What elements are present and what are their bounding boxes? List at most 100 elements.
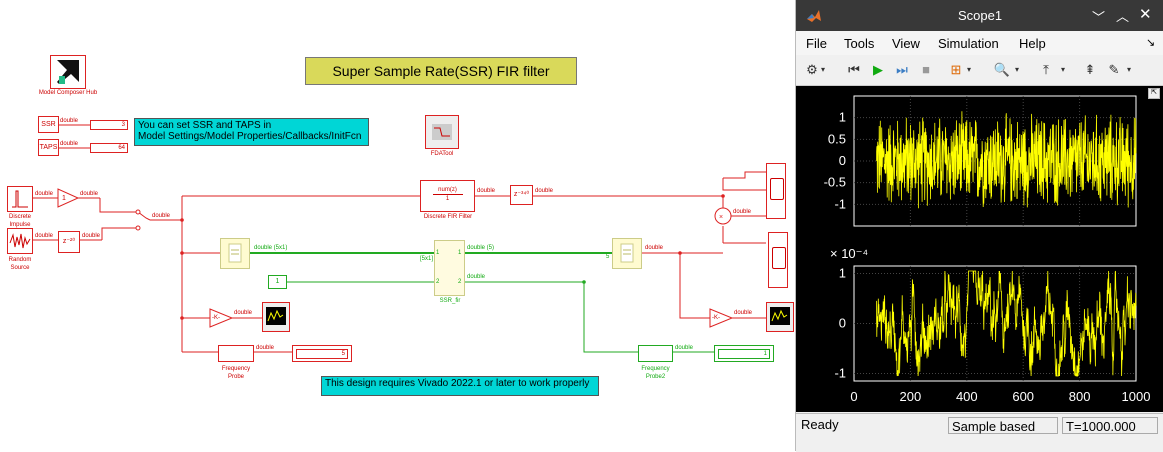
x-tick-label: 400: [956, 389, 978, 404]
gain-1-value: 1: [62, 195, 66, 202]
maximize-button[interactable]: ︿: [1116, 9, 1130, 24]
settings-gear-icon[interactable]: ⚙: [806, 62, 818, 77]
ssr-fir-in2: 2: [436, 279, 440, 285]
settings-dropdown-icon[interactable]: ▾: [820, 65, 825, 74]
x-tick-label: 600: [1012, 389, 1034, 404]
model-composer-hub-block[interactable]: [50, 55, 86, 89]
undock-icon[interactable]: ↘: [1146, 37, 1156, 49]
note-vivado-annotation[interactable]: This design requires Vivado 2022.1 or la…: [321, 376, 599, 396]
signal-label-gateway-out: double: [645, 245, 664, 251]
model-composer-logo-icon: [57, 60, 79, 84]
close-button[interactable]: ✕: [1139, 6, 1152, 23]
restore-layout-icon[interactable]: ⇱: [1148, 88, 1160, 99]
scope-block-top[interactable]: [766, 163, 786, 219]
y-tick-label: -0.5: [824, 175, 846, 190]
edit-style-icon[interactable]: ✎: [1108, 62, 1120, 77]
ssr-fir-out1: 1: [458, 250, 462, 256]
fir-denominator: 1: [445, 196, 450, 202]
signal-label-gain-k2: double: [734, 310, 753, 316]
minimize-button[interactable]: ﹀: [1092, 10, 1106, 25]
frequency-probe-label: Frequency Probe: [221, 366, 251, 380]
spectrum-analyzer-right-block[interactable]: [766, 302, 794, 332]
random-source-label: Random Source: [8, 257, 32, 271]
ssr-constant-block[interactable]: SSR: [38, 116, 59, 133]
style-dropdown-icon[interactable]: ▾: [1126, 65, 1131, 74]
scope-titlebar[interactable]: Scope1 ﹀ ︿ ✕: [796, 0, 1163, 31]
y-scale-exponent-label: × 10⁻⁴: [830, 246, 868, 261]
impulse-icon: [12, 190, 28, 208]
frequency-probe2-label: Frequency Probe2: [641, 366, 670, 380]
taps-display-block[interactable]: 64: [90, 143, 128, 153]
status-ready: Ready: [801, 417, 839, 432]
y-tick-label: 0: [839, 316, 846, 331]
step-forward-icon[interactable]: ⏭: [896, 62, 908, 77]
fir-numerator: num(z): [438, 187, 457, 193]
constant-1-block[interactable]: 1: [268, 275, 287, 289]
status-sample-mode: Sample based: [948, 417, 1058, 434]
menu-file[interactable]: File: [806, 36, 827, 51]
ssr-fir-subsystem-block[interactable]: [434, 240, 465, 296]
display-right-block[interactable]: 1: [714, 345, 774, 362]
scope-window[interactable]: Scope1 ﹀ ︿ ✕ File Tools View Simulation …: [795, 0, 1163, 452]
upper-axes[interactable]: 10.50-0.5-1: [824, 95, 1137, 227]
delay-z20-block[interactable]: z⁻²⁰: [58, 231, 80, 253]
run-icon[interactable]: ▶: [873, 62, 883, 77]
scale-dropdown-icon[interactable]: ▾: [1060, 65, 1065, 74]
signal-label-impulse: double: [35, 191, 54, 197]
svg-text:×: ×: [719, 214, 723, 221]
display-left-block[interactable]: 5: [292, 345, 352, 362]
menu-view[interactable]: View: [892, 36, 920, 51]
delay-z340-block[interactable]: z⁻³⁴⁰: [510, 185, 533, 205]
menu-tools[interactable]: Tools: [844, 36, 875, 51]
note-ssr-taps-annotation[interactable]: You can set SSR and TAPS in Model Settin…: [134, 118, 369, 146]
highlight-dropdown-icon[interactable]: ▾: [966, 65, 971, 74]
ssr-display-block[interactable]: 3: [90, 120, 128, 130]
signal-label-probe2: double: [675, 345, 694, 351]
gateway-in-block[interactable]: [220, 238, 250, 269]
signal-label-ssr-out: double (5): [467, 245, 495, 251]
ssr-fir-in-port-label: [5x1]: [420, 256, 434, 262]
signal-label-random: double: [35, 233, 54, 239]
zoom-dropdown-icon[interactable]: ▾: [1014, 65, 1019, 74]
random-source-block[interactable]: [7, 228, 33, 254]
signal-label-sum: double: [733, 209, 752, 215]
signal-label-taps: double: [60, 141, 79, 147]
frequency-probe2-block[interactable]: [638, 345, 673, 362]
signal-label-gateway-in: double (5x1): [254, 245, 288, 251]
highlight-block-icon[interactable]: ⊞: [950, 62, 962, 77]
frequency-probe-block[interactable]: [218, 345, 254, 362]
fir-label: Discrete FIR Filter: [423, 214, 473, 220]
zoom-in-icon[interactable]: 🔍: [993, 62, 1011, 77]
x-tick-label: 0: [850, 389, 857, 404]
scope-window-title: Scope1: [957, 8, 1003, 23]
gateway-document-icon: [620, 243, 634, 263]
gateway-document-icon: [228, 243, 242, 263]
model-canvas[interactable]: × double double double double double dou…: [0, 0, 795, 451]
discrete-impulse-block[interactable]: [7, 186, 33, 212]
fdatool-block[interactable]: [425, 115, 459, 149]
scope-block-bottom[interactable]: [768, 232, 788, 288]
menu-simulation[interactable]: Simulation: [938, 36, 999, 51]
y-tick-label: 1: [839, 110, 846, 125]
signal-label-fir: double: [477, 188, 496, 194]
gateway-out-block[interactable]: [612, 238, 642, 269]
signal-label-gain-k1: double: [234, 310, 253, 316]
taps-constant-block[interactable]: TAPS: [38, 139, 59, 156]
x-tick-label: 1000: [1122, 389, 1151, 404]
discrete-impulse-label: Discrete Impulse: [8, 214, 31, 228]
model-title-annotation[interactable]: Super Sample Rate(SSR) FIR filter: [305, 57, 577, 85]
ssr-fir-in1: 1: [436, 250, 440, 256]
discrete-fir-filter-block[interactable]: num(z) 1: [420, 180, 475, 212]
step-back-icon[interactable]: ⏮: [848, 62, 860, 77]
hub-label: Model Composer Hub: [38, 90, 98, 96]
stop-icon[interactable]: ■: [922, 62, 930, 77]
spectrum-analyzer-left-block[interactable]: [262, 302, 290, 332]
signal-label-ssr: double: [60, 118, 79, 124]
menu-help[interactable]: Help: [1019, 36, 1046, 51]
ssr-fir-out2: 2: [458, 279, 462, 285]
scale-axes-icon[interactable]: ⤒: [1043, 62, 1049, 77]
cursor-measurements-icon[interactable]: ⇞: [1084, 62, 1096, 77]
